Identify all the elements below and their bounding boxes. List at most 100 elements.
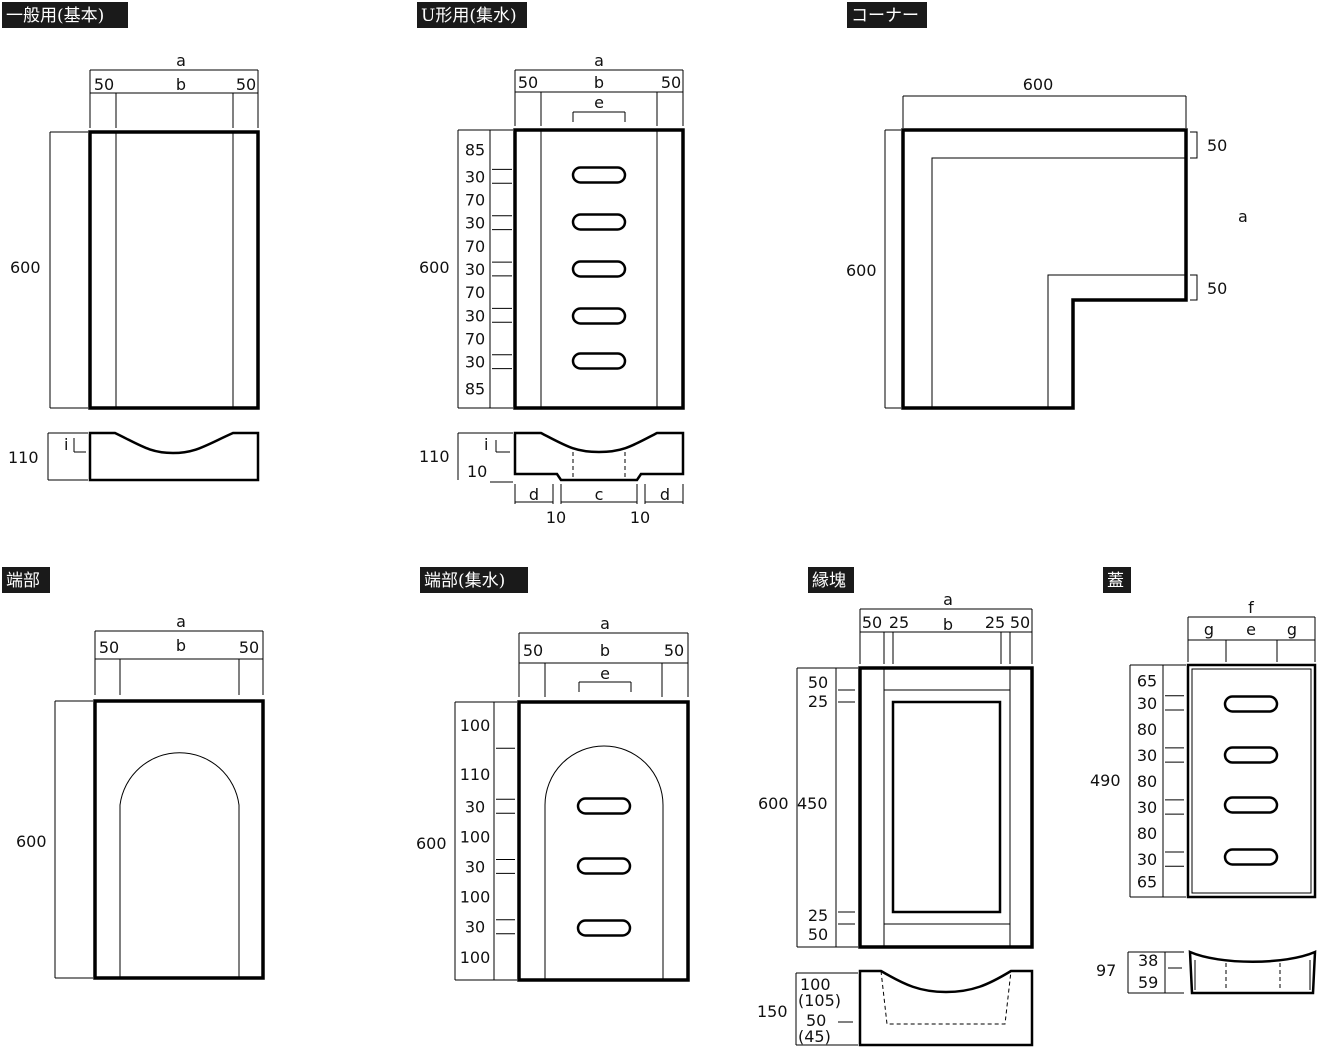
dim-b: b [600, 641, 610, 660]
dim-50: 50 [806, 1011, 826, 1030]
vertical-dim-label: 70 [465, 237, 485, 256]
arch-outline [119, 752, 240, 978]
drain-slots [1223, 695, 1279, 866]
title-u-shape: U形用(集水) [421, 6, 517, 26]
dim-height: 600 [758, 794, 789, 813]
vertical-dim-label: 70 [465, 283, 485, 302]
dim-b: b [594, 73, 604, 92]
drain-slot [1223, 848, 1279, 866]
title-end: 端部 [6, 571, 40, 591]
drain-slot [571, 260, 627, 278]
inner-opening [891, 700, 1002, 914]
dim-i: i [64, 435, 68, 454]
dim-100: 100 [800, 975, 831, 994]
dim-right-50: 50 [236, 75, 256, 94]
dim-f: f [1248, 598, 1254, 617]
panel-corner: コーナー 600 600 50 a 50 [846, 2, 1248, 410]
vertical-dim-label: 65 [1137, 671, 1157, 690]
dim-10-b2: 10 [630, 508, 650, 527]
dim-bottom-50: 50 [808, 925, 828, 944]
vertical-dim-label: 80 [1137, 720, 1157, 739]
title-bg-general [2, 2, 128, 28]
vertical-dim-label: 30 [1137, 694, 1157, 713]
vertical-dim-label: 30 [465, 167, 485, 186]
dim-inner-450: 450 [797, 794, 828, 813]
dim-d-right: d [660, 485, 670, 504]
vertical-dim-label: 85 [465, 379, 485, 398]
vertical-dim-label: 100 [460, 716, 491, 735]
drain-slots [576, 797, 632, 937]
drain-slot [571, 307, 627, 325]
dim-b: b [176, 636, 186, 655]
dim-a: a [594, 51, 604, 70]
dim-depth: 110 [8, 448, 39, 467]
dim-left-50: 50 [523, 641, 543, 660]
dim-right-50: 50 [661, 73, 681, 92]
dim-45: (45) [798, 1027, 831, 1046]
title-corner: コーナー [851, 6, 919, 26]
vertical-dim-label: 30 [1137, 850, 1157, 869]
dim-g-left: g [1204, 620, 1214, 639]
vertical-dim-label: 80 [1137, 772, 1157, 791]
dim-left-50: 50 [99, 638, 119, 657]
dim-right-50: 50 [239, 638, 259, 657]
dim-b: b [176, 75, 186, 94]
title-general: 一般用(基本) [6, 6, 104, 26]
dim-height: 600 [846, 261, 877, 280]
dim-top-50: 50 [1207, 136, 1227, 155]
vertical-dim-label: 65 [1137, 873, 1157, 892]
dim-bottom-25: 25 [808, 906, 828, 925]
title-end-collect: 端部(集水) [424, 571, 505, 591]
dim-right-50: 50 [1010, 613, 1030, 632]
dim-bottom-50: 50 [1207, 279, 1227, 298]
plan-outline [858, 666, 1034, 949]
drain-slot [576, 857, 632, 875]
drain-slot [1223, 796, 1279, 814]
vertical-dim-label: 100 [460, 888, 491, 907]
vertical-dim-label: 30 [465, 797, 485, 816]
dim-a: a [176, 612, 186, 631]
drain-slot [571, 213, 627, 231]
plan-outline [88, 130, 260, 410]
vertical-dim-label: 30 [465, 353, 485, 372]
dim-height: 600 [419, 258, 450, 277]
dim-i: i [484, 435, 488, 454]
dim-left-50: 50 [518, 73, 538, 92]
dim-c: c [595, 485, 604, 504]
drain-slot [571, 352, 627, 370]
drain-slot [571, 166, 627, 184]
vertical-dim-label: 100 [460, 827, 491, 846]
section-outline [858, 969, 1034, 1047]
dim-e: e [600, 664, 610, 683]
dim-d-left: d [529, 485, 539, 504]
dim-e: e [1246, 620, 1256, 639]
drain-slot [576, 797, 632, 815]
dim-right-50: 50 [664, 641, 684, 660]
dim-10-b1: 10 [546, 508, 566, 527]
dim-top-50: 50 [808, 673, 828, 692]
vertical-dim-label: 30 [1137, 798, 1157, 817]
dim-a: a [176, 51, 186, 70]
dim-a: a [1238, 207, 1248, 226]
title-curb: 縁塊 [812, 571, 846, 591]
drain-slot [1223, 746, 1279, 764]
dim-height: 490 [1090, 771, 1121, 790]
plan-outline [901, 128, 1188, 410]
dim-b: b [943, 615, 953, 634]
panel-general: 一般用(基本) a 50 b 50 600 110 i [2, 2, 260, 482]
vertical-dim-label: 70 [465, 330, 485, 349]
dim-left-50: 50 [94, 75, 114, 94]
dim-59: 59 [1138, 973, 1158, 992]
plan-outline [517, 700, 690, 982]
dim-left-50: 50 [862, 613, 882, 632]
dim-height: 600 [16, 832, 47, 851]
dim-right-25: 25 [985, 613, 1005, 632]
dim-depth: 150 [757, 1002, 788, 1021]
vertical-dim-label: 30 [465, 306, 485, 325]
dim-a: a [943, 590, 953, 609]
